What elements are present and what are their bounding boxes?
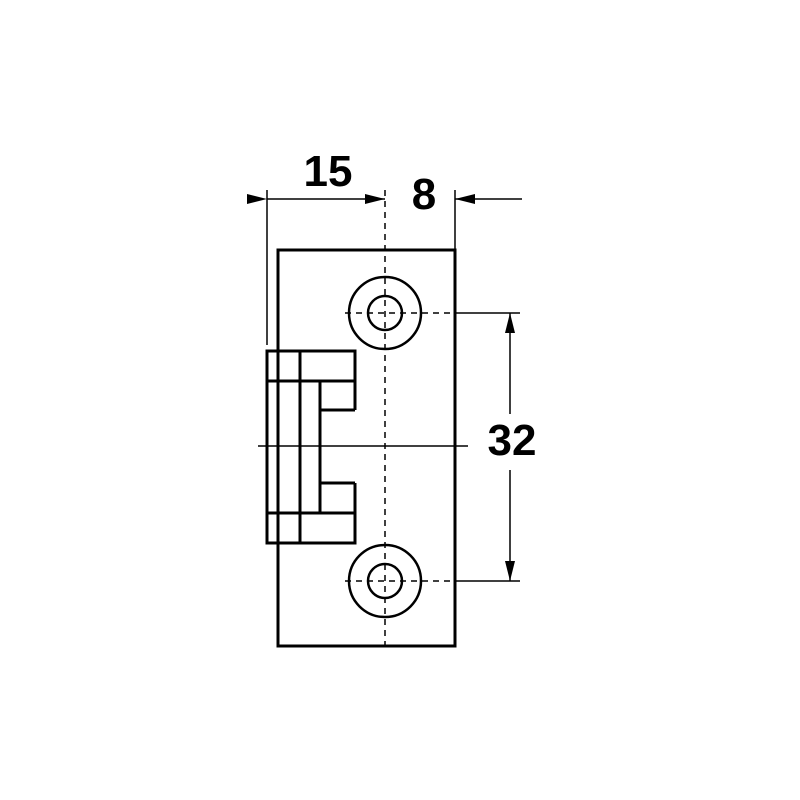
dimension-width-right: 8 <box>412 170 522 219</box>
dimension-label-15: 15 <box>304 147 353 196</box>
strike-plate-outline <box>276 248 457 648</box>
dimension-width-left: 15 <box>247 147 385 204</box>
latch-catch <box>265 349 357 545</box>
dimension-hole-spacing: 32 <box>488 313 537 581</box>
center-lines <box>345 190 455 648</box>
dimension-label-8: 8 <box>412 170 436 219</box>
dimension-label-32: 32 <box>488 416 537 465</box>
